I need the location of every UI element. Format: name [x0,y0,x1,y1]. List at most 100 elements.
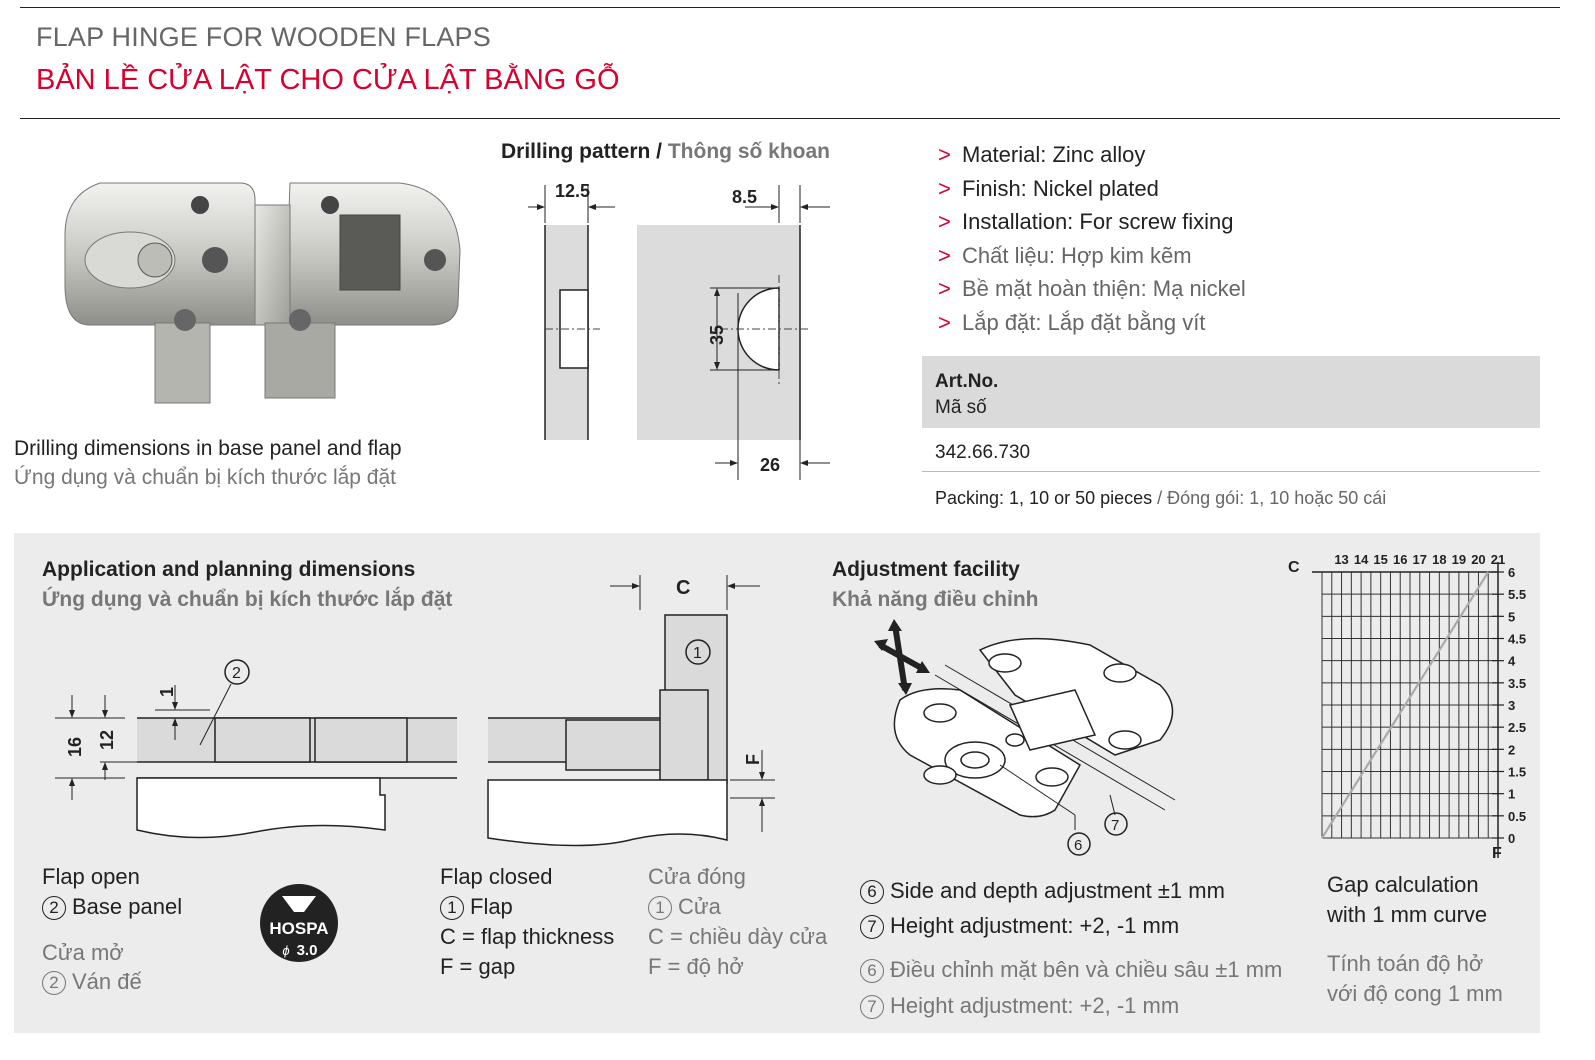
chart-y-tick-label: 2.5 [1508,720,1526,735]
flap-open-label-vi: Cửa mở [42,940,124,965]
dim-1: 1 [157,687,177,697]
article-label-vietnamese: Mã số [935,397,987,418]
chart-ylabel: F [1492,845,1502,862]
chart-x-tick-label: 14 [1354,552,1369,567]
diagram-label-7: 7 [1111,817,1119,834]
article-number[interactable]: 342.66.730 [935,442,1031,463]
flap-closed-diagram: C 1 F [487,575,775,847]
arrow-icon: > [938,209,951,234]
drilling-heading-vietnamese: Thông số khoan [667,140,831,163]
gap-caption-vietnamese-2: với độ cong 1 mm [1327,981,1503,1006]
c-definition-vi: C = chiều dày cửa [648,924,828,949]
chart-xlabel: C [1288,559,1300,576]
chart-y-tick-label: 6 [1508,565,1515,580]
spec-item-material: >Material: Zinc alloy [938,138,1246,172]
packing-vietnamese: / Đóng gói: 1, 10 hoặc 50 cái [1152,488,1387,508]
arrow-icon: > [938,175,951,201]
chart-y-tick-label: 1.5 [1508,765,1526,780]
top-rule [20,7,1560,8]
packing-info: Packing: 1, 10 or 50 pieces / Đóng gói: … [935,488,1386,509]
dim-f: F [743,754,763,765]
adjustment-heading-english: Adjustment facility [832,558,1020,581]
article-table-rule [922,471,1540,472]
number-2-icon: 2 [42,896,66,920]
gap-caption-english-2: with 1 mm curve [1327,902,1488,927]
application-heading-english: Application and planning dimensions [42,558,416,581]
drilling-heading: Drilling pattern / Thông số khoan [501,140,830,164]
chart-x-tick-label: 20 [1471,552,1485,567]
spec-item-finish: >Finish: Nickel plated [938,172,1246,206]
f-definition: F = gap [440,954,516,979]
label-2: 2 [232,665,241,682]
chart-x-tick-label: 18 [1432,552,1446,567]
chart-x-tick-label: 17 [1413,552,1427,567]
packing-english: Packing: 1, 10 or 50 pieces [935,488,1153,508]
drilling-heading-english: Drilling pattern / [501,140,663,163]
product-caption-vietnamese: Ứng dụng và chuẩn bị kích thước lắp đặt [14,466,396,489]
dim-16: 16 [65,737,85,757]
diagram-label-6: 6 [1074,837,1082,854]
number-1-icon: 1 [648,896,672,920]
chart-x-tick-label: 15 [1373,552,1387,567]
header-rule [20,118,1560,119]
dim-12: 12 [97,730,117,750]
spec-item-installation: >Installation: For screw fixing [938,205,1246,239]
c-definition: C = flap thickness [440,924,615,949]
drilling-dim-8-5: 8.5 [732,187,757,207]
drilling-pattern-diagram: 12.5 8.5 35 26 [528,181,830,480]
product-caption-english: Drilling dimensions in base panel and fl… [14,437,402,460]
f-definition-vi: F = độ hở [648,954,744,979]
flap-closed-label: Flap closed [440,864,553,889]
chart-y-tick-label: 5 [1508,609,1515,624]
drilling-dim-12-5: 12.5 [555,181,590,201]
number-1-icon: 1 [440,896,464,920]
adjustment-heading-vietnamese: Khả năng điều chỉnh [832,588,1039,611]
chart-y-tick-label: 5.5 [1508,587,1526,602]
arrow-icon: > [938,242,951,268]
flap-closed-label-vi: Cửa đóng [648,864,746,889]
hospa-screw-badge: HOSPA ϕ 3.0 [260,884,338,962]
flap-open-label: Flap open [42,864,140,889]
number-2-icon: 2 [42,971,66,995]
chart-y-tick-label: 4 [1508,654,1516,669]
spec-item-finish-vi: >Bề mặt hoàn thiện: Mạ nickel [938,272,1246,306]
chart-x-tick-label: 19 [1452,552,1466,567]
number-7-icon: 7 [860,915,884,939]
chart-y-tick-label: 1 [1508,787,1515,802]
number-6-icon: 6 [860,959,884,983]
arrow-icon: > [938,142,951,167]
chart-x-tick-label: 21 [1491,552,1505,567]
title-vietnamese: BẢN LỀ CỬA LẬT CHO CỬA LẬT BẰNG GỖ [36,64,620,96]
hospa-size: 3.0 [297,942,318,959]
chart-y-tick-label: 0.5 [1508,809,1526,824]
chart-y-tick-label: 4.5 [1508,632,1526,647]
number-6-icon: 6 [860,880,884,904]
number-7-icon: 7 [860,995,884,1019]
chart-x-tick-label: 13 [1334,552,1348,567]
article-label-english: Art.No. [935,371,999,392]
chart-y-tick-label: 2 [1508,742,1515,757]
chart-series-line [1321,571,1490,839]
drilling-dim-35: 35 [707,325,727,345]
chart-y-tick-label: 0 [1508,831,1515,846]
chart-y-tick-label: 3.5 [1508,676,1526,691]
dim-c: C [676,577,690,599]
arrow-icon: > [938,276,951,301]
gap-caption-vietnamese-1: Tính toán độ hở [1327,951,1484,976]
adjustment-diagram: 6 7 [874,619,1176,856]
application-heading-vietnamese: Ứng dụng và chuẩn bị kích thước lắp đặt [42,588,453,611]
label-1: 1 [693,645,702,662]
gap-caption-english-1: Gap calculation [1327,872,1479,897]
hospa-text: HOSPA [269,919,328,938]
spec-list: >Material: Zinc alloy >Finish: Nickel pl… [938,138,1246,339]
hinge-product-photo [64,182,461,404]
